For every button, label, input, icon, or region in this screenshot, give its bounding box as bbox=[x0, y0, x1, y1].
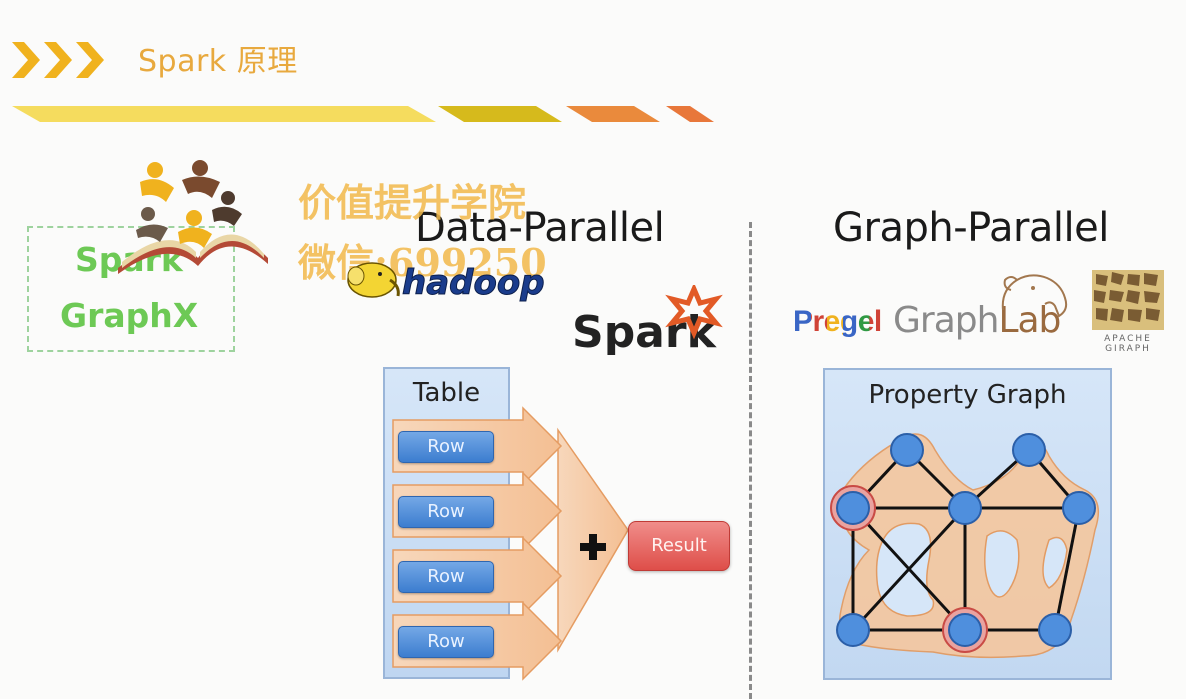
table-row: Row bbox=[398, 626, 494, 658]
watermark-line-1: 价值提升学院 bbox=[298, 180, 527, 225]
hadoop-wordmark: hadoop bbox=[402, 263, 545, 303]
section-divider bbox=[749, 222, 752, 699]
property-graph-label: Property Graph bbox=[868, 380, 1067, 410]
graph-parallel-heading: Graph-Parallel bbox=[833, 205, 1109, 251]
table-row: Row bbox=[398, 496, 494, 528]
graphlab-graph-text: Graph bbox=[893, 300, 999, 341]
giraph-logo-icon bbox=[1092, 270, 1164, 330]
graphx-logo-box bbox=[27, 226, 235, 352]
table-label: Table bbox=[412, 378, 481, 408]
result-box: Result bbox=[628, 521, 730, 571]
graphlab-lab-text: Lab bbox=[998, 300, 1061, 341]
header-decoration-bars bbox=[12, 106, 714, 122]
hadoop-logo: hadoop bbox=[347, 262, 545, 304]
plus-icon bbox=[580, 534, 606, 560]
giraph-name-text: GIRAPH bbox=[1105, 344, 1151, 354]
data-parallel-heading: Data-Parallel bbox=[415, 205, 665, 251]
graphlab-logo: GraphLab bbox=[893, 300, 1061, 341]
chevrons-icon bbox=[12, 42, 104, 78]
pregel-logo: Pregel bbox=[793, 305, 882, 339]
pregel-wordmark: Pregel bbox=[793, 305, 882, 338]
spark-logo: Spark bbox=[572, 285, 723, 355]
graphlab-dog-icon bbox=[1001, 274, 1068, 318]
graphx-people-book-icon bbox=[118, 160, 268, 274]
property-graph-diagram bbox=[830, 433, 1100, 659]
giraph-apache-text: APACHE bbox=[1104, 334, 1152, 344]
table-row: Row bbox=[398, 431, 494, 463]
table-row: Row bbox=[398, 561, 494, 593]
watermark-line-2: 微信:699250 bbox=[298, 240, 547, 285]
graphx-logo-name-text: GraphX bbox=[60, 296, 199, 335]
slide-title: Spark 原理 bbox=[138, 44, 298, 79]
